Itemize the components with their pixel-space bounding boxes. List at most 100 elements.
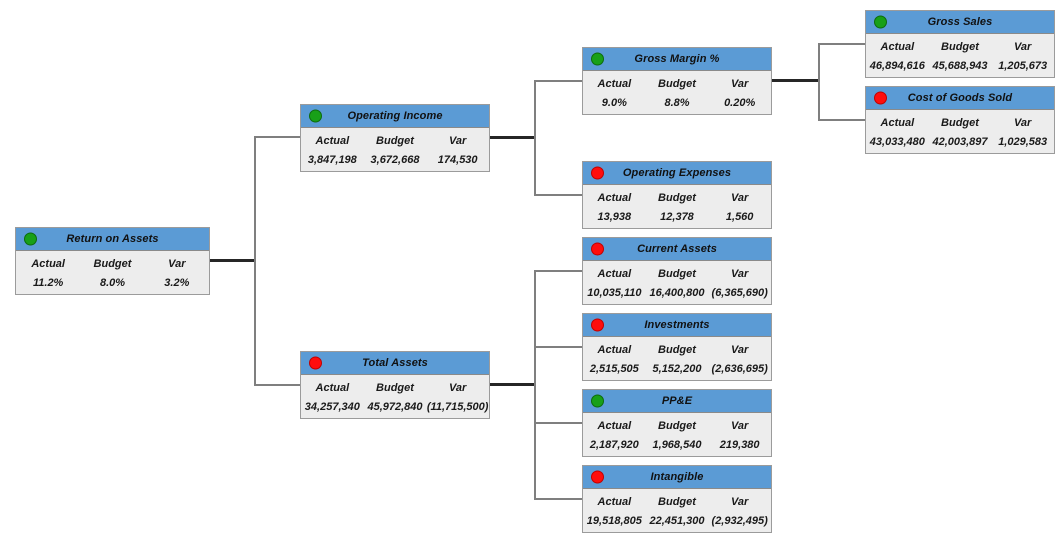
budget-value: 12,378: [660, 211, 694, 223]
var-value: 0.20%: [724, 97, 756, 109]
connector-line: [490, 383, 536, 386]
node-gross-margin[interactable]: Gross Margin % Actual Budget Var 9.0% 8.…: [582, 47, 772, 115]
var-value: 1,205,673: [998, 60, 1048, 72]
node-investments[interactable]: Investments Actual Budget Var 2,515,505 …: [582, 313, 772, 381]
node-operating-expenses[interactable]: Operating Expenses Actual Budget Var 13,…: [582, 161, 772, 229]
col-budget: Budget: [658, 344, 696, 356]
var-value: (2,932,495): [711, 515, 768, 527]
budget-value: 16,400,800: [649, 287, 705, 299]
node-title: Intangible: [650, 471, 704, 483]
actual-value: 2,515,505: [589, 363, 639, 375]
column-headers: Actual Budget Var: [583, 268, 771, 280]
node-cost-of-goods-sold[interactable]: Cost of Goods Sold Actual Budget Var 43,…: [865, 86, 1055, 154]
col-var: Var: [1014, 117, 1032, 129]
col-budget: Budget: [658, 420, 696, 432]
col-budget: Budget: [93, 258, 132, 270]
budget-value: 45,688,943: [932, 60, 988, 72]
node-gross-sales[interactable]: Gross Sales Actual Budget Var 46,894,616…: [865, 10, 1055, 78]
col-var: Var: [731, 268, 749, 280]
column-headers: Actual Budget Var: [301, 135, 489, 147]
column-headers: Actual Budget Var: [583, 192, 771, 204]
connector-line: [772, 79, 820, 82]
node-header: Operating Expenses: [583, 162, 771, 185]
value-row: 3,847,198 3,672,668 174,530: [301, 154, 489, 166]
connector-line: [490, 136, 536, 139]
value-row: 13,938 12,378 1,560: [583, 211, 771, 223]
node-header: Current Assets: [583, 238, 771, 261]
status-dot-icon: [591, 242, 604, 256]
actual-value: 13,938: [597, 211, 632, 223]
node-title: Investments: [644, 319, 710, 331]
col-budget: Budget: [658, 496, 696, 508]
col-actual: Actual: [880, 117, 915, 129]
node-intangible[interactable]: Intangible Actual Budget Var 19,518,805 …: [582, 465, 772, 533]
node-title: Cost of Goods Sold: [907, 92, 1013, 104]
column-headers: Actual Budget Var: [583, 344, 771, 356]
column-headers: Actual Budget Var: [583, 420, 771, 432]
node-body: Actual Budget Var 13,938 12,378 1,560: [583, 185, 771, 230]
budget-value: 3,672,668: [370, 154, 420, 166]
budget-value: 1,968,540: [652, 439, 702, 451]
col-actual: Actual: [597, 268, 632, 280]
node-header: Operating Income: [301, 105, 489, 128]
node-return-on-assets[interactable]: Return on Assets Actual Budget Var 11.2%…: [15, 227, 210, 295]
value-row: 10,035,110 16,400,800 (6,365,690): [583, 287, 771, 299]
col-actual: Actual: [597, 420, 632, 432]
budget-value: 45,972,840: [367, 401, 423, 413]
connector-line: [210, 259, 256, 262]
col-actual: Actual: [31, 258, 65, 270]
node-title: PP&E: [661, 395, 693, 407]
col-budget: Budget: [941, 117, 979, 129]
actual-value: 2,187,920: [589, 439, 639, 451]
node-title: Operating Expenses: [622, 167, 732, 179]
connector-line: [534, 346, 582, 348]
node-body: Actual Budget Var 19,518,805 22,451,300 …: [583, 489, 771, 534]
node-title: Current Assets: [637, 243, 717, 255]
connector-line: [534, 270, 536, 500]
node-header: Gross Margin %: [583, 48, 771, 71]
budget-value: 8.8%: [664, 97, 690, 109]
status-dot-icon: [591, 394, 604, 408]
value-row: 2,515,505 5,152,200 (2,636,695): [583, 363, 771, 375]
actual-value: 34,257,340: [304, 401, 360, 413]
var-value: (6,365,690): [711, 287, 768, 299]
actual-value: 19,518,805: [586, 515, 642, 527]
connector-line: [818, 119, 865, 121]
budget-value: 42,003,897: [932, 136, 988, 148]
col-budget: Budget: [658, 268, 696, 280]
connector-line: [534, 80, 582, 82]
budget-value: 22,451,300: [649, 515, 705, 527]
node-total-assets[interactable]: Total Assets Actual Budget Var 34,257,34…: [300, 351, 490, 419]
node-operating-income[interactable]: Operating Income Actual Budget Var 3,847…: [300, 104, 490, 172]
status-dot-icon: [874, 15, 887, 29]
status-dot-icon: [591, 52, 604, 66]
col-var: Var: [731, 192, 749, 204]
column-headers: Actual Budget Var: [866, 117, 1054, 129]
node-header: Gross Sales: [866, 11, 1054, 34]
connector-line: [534, 498, 582, 500]
col-budget: Budget: [658, 78, 696, 90]
node-title: Gross Sales: [927, 16, 993, 28]
col-var: Var: [731, 78, 749, 90]
node-body: Actual Budget Var 2,187,920 1,968,540 21…: [583, 413, 771, 458]
col-var: Var: [731, 420, 749, 432]
connector-line: [254, 384, 300, 386]
node-header: Investments: [583, 314, 771, 337]
var-value: 1,560: [725, 211, 754, 223]
connector-line: [534, 270, 582, 272]
var-value: 3.2%: [164, 277, 190, 289]
status-dot-icon: [591, 318, 604, 332]
col-budget: Budget: [376, 135, 414, 147]
node-header: Intangible: [583, 466, 771, 489]
value-row: 11.2% 8.0% 3.2%: [16, 277, 209, 289]
actual-value: 10,035,110: [587, 287, 642, 299]
col-budget: Budget: [658, 192, 696, 204]
status-dot-icon: [309, 356, 322, 370]
col-budget: Budget: [376, 382, 414, 394]
status-dot-icon: [24, 232, 37, 246]
column-headers: Actual Budget Var: [301, 382, 489, 394]
node-ppe[interactable]: PP&E Actual Budget Var 2,187,920 1,968,5…: [582, 389, 772, 457]
col-budget: Budget: [941, 41, 979, 53]
node-current-assets[interactable]: Current Assets Actual Budget Var 10,035,…: [582, 237, 772, 305]
node-body: Actual Budget Var 3,847,198 3,672,668 17…: [301, 128, 489, 173]
